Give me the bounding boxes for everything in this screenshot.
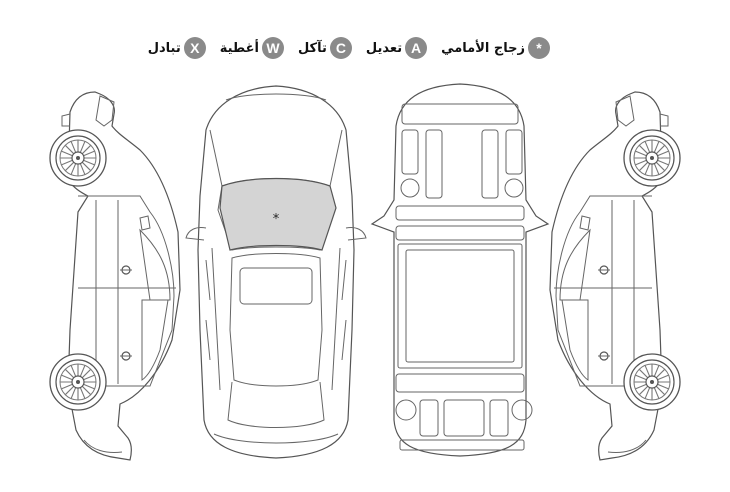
car-top-view: * (185, 85, 367, 459)
legend-label-covers: أغطية (219, 40, 259, 56)
damage-legend: * زجاج الأمامي A تعديل C تآكل W أغطية X … (148, 34, 550, 62)
legend-label-corrosion: تآكل (297, 40, 327, 56)
legend-item-replacement: X تبادل (148, 37, 206, 59)
legend-item-modification: A تعديل (365, 37, 428, 59)
car-left-side-view (50, 92, 180, 460)
windshield-highlight (219, 177, 337, 251)
legend-label-windshield: زجاج الأمامي (441, 40, 525, 56)
legend-label-replacement: تبادل (147, 40, 181, 56)
car-right-side-view (550, 92, 680, 460)
legend-badge-w: W (261, 37, 284, 59)
legend-badge-a: A (405, 37, 428, 59)
car-underside-view (370, 83, 550, 457)
legend-badge-c: C (329, 37, 352, 59)
legend-badge-x: X (183, 37, 206, 59)
legend-item-windshield: * زجاج الأمامي (441, 37, 550, 59)
legend-label-modification: تعديل (365, 40, 403, 56)
legend-item-corrosion: C تآكل (298, 37, 352, 59)
legend-item-covers: W أغطية (220, 37, 284, 59)
legend-badge-star: * (528, 37, 550, 59)
windshield-mark: * (273, 212, 280, 227)
